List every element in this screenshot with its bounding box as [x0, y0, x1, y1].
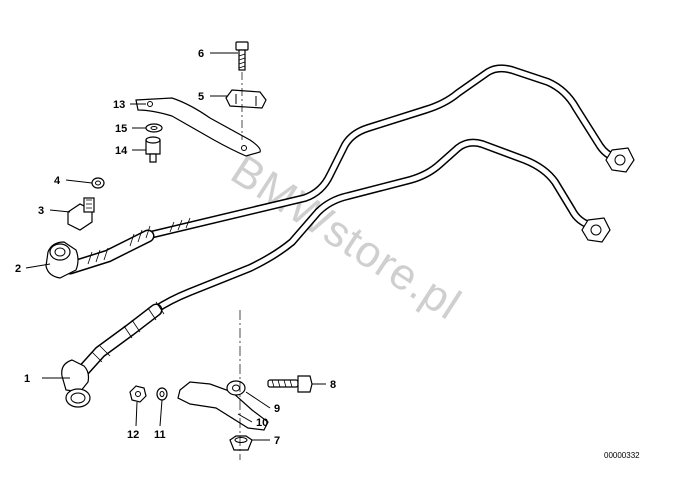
part-13-bracket [135, 97, 261, 157]
callout-11: 11 [154, 429, 166, 441]
part-6-bolt [235, 41, 249, 71]
oil-pipe-upper [146, 64, 620, 239]
part-7-nut [229, 435, 253, 451]
part-8-bolt [267, 375, 313, 393]
callout-2: 2 [15, 263, 21, 275]
part-10-bracket [177, 381, 269, 431]
nut-lower-pipe [581, 217, 611, 243]
callout-1: 1 [24, 373, 30, 385]
callout-10: 10 [256, 417, 268, 429]
leader-lines [25, 52, 326, 441]
callout-5: 5 [198, 91, 204, 103]
diagram-code: 00000332 [604, 451, 640, 460]
callout-15: 15 [115, 123, 127, 135]
callout-4: 4 [54, 175, 61, 187]
elbow-fitting-upper [45, 241, 79, 279]
elbow-fitting-lower [61, 359, 91, 408]
part-12-nut [129, 385, 147, 403]
part-3-fitting [67, 197, 95, 231]
hose-upper [63, 217, 191, 275]
callout-8: 8 [330, 379, 336, 391]
oil-pipe-lower [151, 138, 596, 314]
part-9-washer [226, 380, 246, 396]
part-5-clamp [225, 89, 267, 109]
callout-14: 14 [115, 145, 128, 157]
callout-3: 3 [38, 205, 44, 217]
callout-6: 6 [198, 48, 204, 60]
callout-12: 12 [127, 429, 139, 441]
part-15-washer [145, 123, 163, 133]
callout-13: 13 [113, 99, 125, 111]
part-11-washer [156, 387, 168, 401]
callout-7: 7 [274, 435, 280, 447]
part-14-bolt [145, 136, 161, 163]
hose-lower [75, 301, 165, 379]
nut-upper-pipe [605, 147, 635, 173]
part-4-seal [91, 177, 105, 189]
callout-9: 9 [274, 403, 280, 415]
